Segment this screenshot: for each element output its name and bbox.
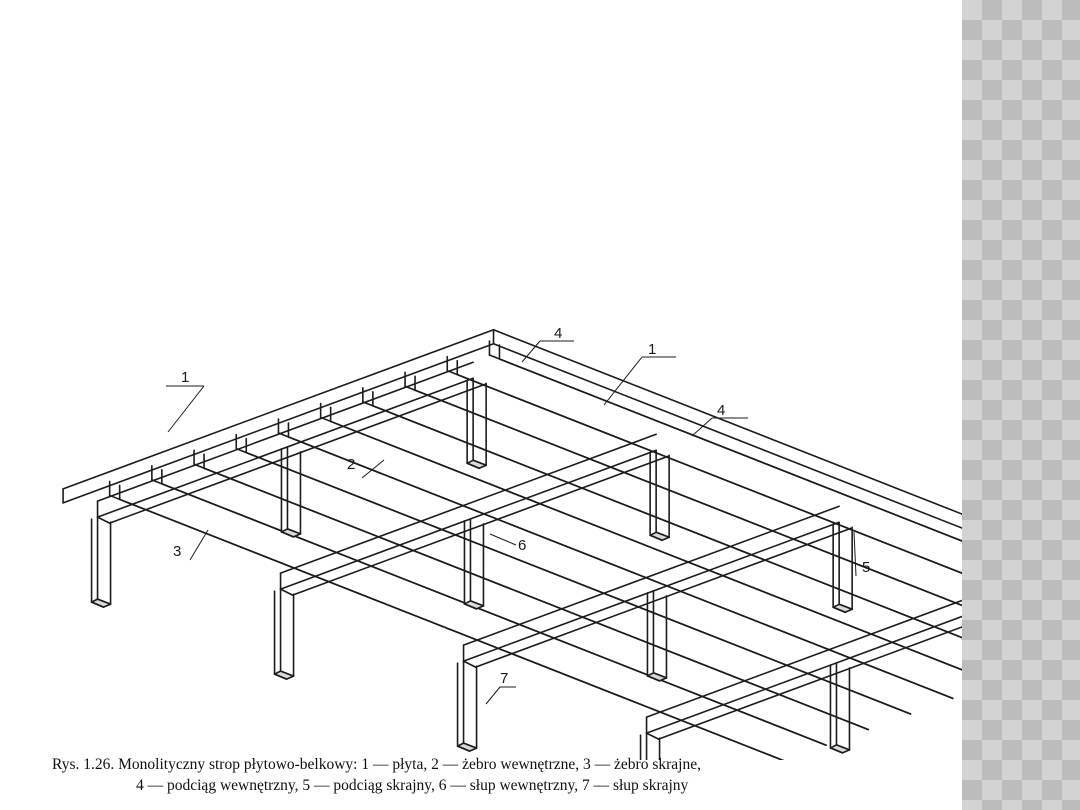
rib-top: [404, 385, 962, 607]
girder-top: [645, 599, 962, 718]
figure-area: 1 4 1 4 2 3 6 5 7: [52, 325, 962, 796]
rib-bottom: [245, 451, 912, 715]
column-base: [649, 534, 663, 542]
rib-bottom: [287, 436, 954, 700]
girder-bottom: [462, 521, 840, 662]
slab-edge: [62, 328, 495, 490]
rib-end: [857, 724, 870, 731]
girder-underside: [108, 383, 486, 524]
girder-underside: [657, 626, 962, 740]
girder-bottom: [645, 615, 962, 734]
label-6-interior-column: 6: [518, 537, 526, 554]
girder-end: [645, 732, 660, 740]
caption-line-2: 4 — podciąg wewnętrzny, 5 — podciąg skra…: [136, 777, 689, 794]
label-5-edge-girder: 5: [862, 559, 870, 576]
column-base: [832, 606, 846, 614]
rib-bottom: [118, 498, 785, 760]
girder-end: [96, 516, 111, 524]
label-layer: 1 4 1 4 2 3 6 5 7: [166, 325, 870, 705]
column-base: [646, 675, 661, 682]
girder-end: [462, 660, 477, 668]
slab-edge-lower: [492, 342, 962, 529]
girder-underside: [474, 527, 852, 668]
column-base: [829, 747, 844, 754]
caption-line-1: Rys. 1.26. Monolityczny strop płytowo-be…: [52, 756, 701, 773]
rib-end: [899, 709, 912, 715]
label-4-interior-girder-right: 4: [717, 402, 725, 419]
column-base: [280, 531, 295, 538]
column-base: [90, 601, 105, 608]
leader-line: [485, 686, 501, 705]
column-base: [463, 603, 478, 610]
floor-structure-drawing: [62, 328, 962, 760]
rib-bottom: [161, 483, 827, 747]
girder-top: [96, 361, 474, 502]
rib-bottom: [203, 467, 870, 731]
rib-bottom: [498, 358, 962, 542]
label-1-slab-right: 1: [648, 341, 656, 358]
rib-top: [446, 369, 962, 575]
label-2-interior-rib: 2: [347, 456, 355, 473]
label-4-interior-girder: 4: [554, 325, 562, 342]
leader-line: [189, 529, 209, 561]
rib-end: [773, 755, 785, 760]
decorative-side-strip: [962, 0, 1080, 810]
leader-line: [167, 385, 205, 433]
rib-bottom: [456, 373, 962, 575]
label-3-edge-rib: 3: [173, 543, 181, 560]
figure-caption: Rys. 1.26. Monolityczny strop płytowo-be…: [52, 754, 902, 796]
leader-line: [853, 531, 857, 577]
label-1-slab: 1: [181, 369, 189, 386]
leader-line: [603, 356, 643, 406]
rib-bottom: [414, 389, 962, 607]
girder-underside: [291, 455, 669, 596]
leader-line: [489, 533, 517, 546]
leader-line: [691, 417, 713, 437]
leader-line: [521, 340, 541, 363]
rib-end: [815, 740, 827, 747]
column-base: [456, 745, 471, 752]
rib-bottom: [329, 420, 962, 671]
rib-bottom: [372, 405, 962, 639]
girder-end: [279, 588, 294, 596]
column-base: [273, 673, 288, 680]
girder-top: [462, 505, 840, 646]
girder-bottom: [96, 377, 474, 518]
rib-top: [362, 401, 962, 639]
slab-beam-floor-diagram: 1 4 1 4 2 3 6 5 7: [62, 325, 962, 760]
girder-bottom: [279, 449, 657, 590]
label-7-edge-column: 7: [500, 670, 508, 687]
girder-top: [279, 433, 657, 574]
leader-line: [361, 459, 385, 479]
column-base: [466, 462, 480, 470]
slab-edge: [492, 328, 962, 515]
rib-end: [941, 693, 954, 700]
